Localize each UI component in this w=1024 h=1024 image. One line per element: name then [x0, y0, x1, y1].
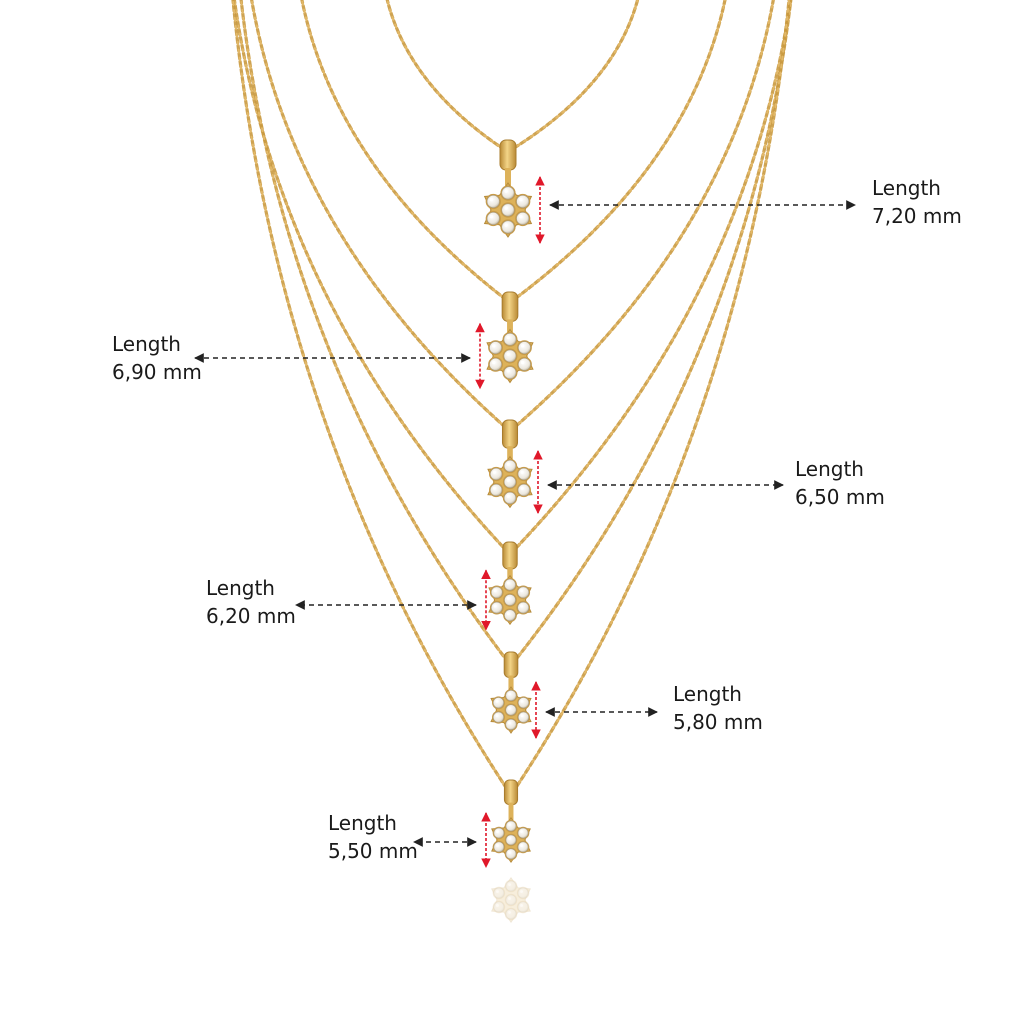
- chain-2: [300, 0, 727, 300]
- star-pendant-5: [490, 651, 532, 734]
- star-pendant-2: [486, 291, 534, 384]
- star-pendant-3: [487, 419, 533, 509]
- pendant-reflection: [491, 877, 531, 923]
- star-pendant-4: [488, 541, 532, 626]
- chain-6: [231, 0, 791, 788]
- measure-indicator-2: [194, 322, 485, 390]
- measure-indicator-1: [535, 176, 856, 244]
- chain-3: [250, 0, 775, 428]
- star-pendant-6: [491, 779, 531, 863]
- measure-indicator-6: [413, 811, 491, 869]
- star-pendant-1: [483, 139, 533, 238]
- measure-indicator-4: [295, 569, 491, 631]
- measure-indicator-3: [533, 450, 784, 514]
- measure-indicator-5: [531, 680, 658, 740]
- chains-layer: [231, 0, 793, 788]
- pendants-layer: [483, 139, 534, 923]
- chain-1: [385, 0, 640, 150]
- chain-4: [232, 0, 793, 550]
- measures-layer: [194, 176, 856, 869]
